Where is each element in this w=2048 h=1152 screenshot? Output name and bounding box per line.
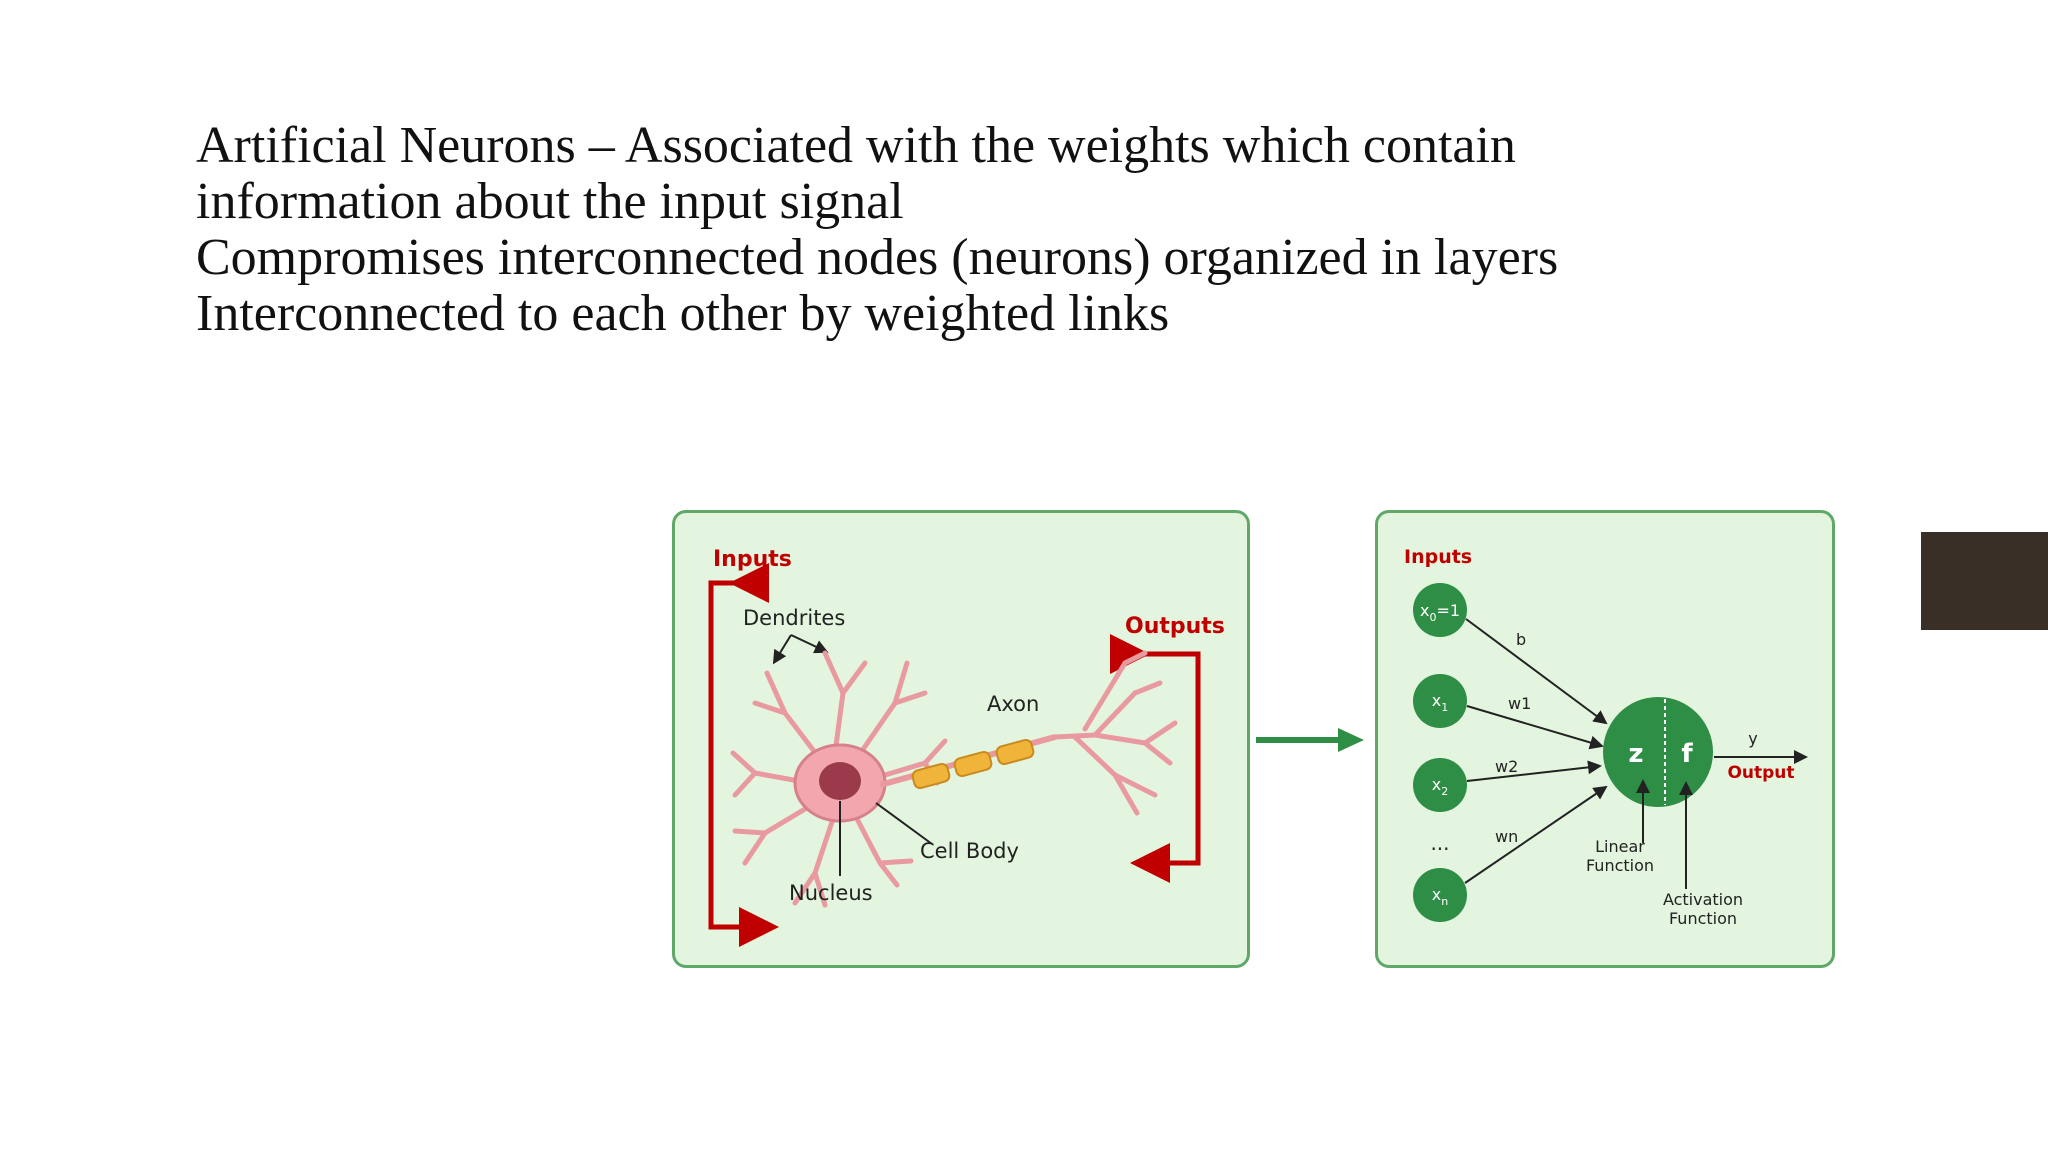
bio-outputs-bracket [1110,634,1201,883]
transition-arrow [1256,728,1364,752]
slide-line-2: information about the input signal [196,173,904,230]
bio-inputs-label: Inputs [713,547,792,572]
nucleus-label: Nucleus [789,881,873,905]
slide-line-3: Compromises interconnected nodes (neuron… [196,229,1559,286]
weight-b: b [1516,630,1526,649]
slide-line-1: Artificial Neurons – Associated with the… [196,117,1516,174]
input-node-x1 [1413,674,1467,728]
dendrite-branches [730,650,948,908]
input-node-x2 [1413,758,1467,812]
ann-inputs-label: Inputs [1404,546,1472,568]
input-node-xn [1413,868,1467,922]
weight-w2: w2 [1495,757,1518,776]
weighted-edges [1464,618,1608,884]
slide-body-text: Artificial Neurons – Associated with the… [196,118,1896,342]
slide-line-4: Interconnected to each other by weighted… [196,285,1170,342]
dendrites-label: Dendrites [743,606,845,630]
input-ellipsis: ... [1430,831,1449,855]
input-node-x2-text: x2 [1432,775,1448,798]
dendrites-pointer-left [772,634,792,665]
bio-inputs-bracket [708,563,779,947]
bio-outputs-label: Outputs [1125,614,1225,639]
output-y: y [1748,729,1757,748]
biological-neuron-panel: Inputs Outputs Dendrites [672,510,1250,968]
cell-body-label: Cell Body [920,839,1019,863]
input-node-x1-text: x1 [1432,691,1448,714]
biological-neuron-diagram: Inputs Outputs Dendrites [708,547,1225,947]
output-label: Output [1727,763,1794,783]
dendrites-pointer-right [790,634,829,654]
nucleus [819,762,861,800]
weight-wn: wn [1495,827,1518,846]
input-node-x0-text: x0=1 [1420,601,1460,624]
cell-body-pointer [875,802,933,845]
axon-label: Axon [987,692,1039,716]
input-node-x0 [1413,583,1467,637]
artificial-neuron-panel: Inputs x0=1 x1 x2 ... xn b w1 w2 wn z f … [1375,510,1835,968]
myelin-sheath [911,738,1035,790]
neuron-z: z [1628,739,1643,769]
neuron-body [1603,697,1713,807]
accent-bar [1921,532,2048,630]
input-node-xn-text: xn [1432,885,1448,908]
neuron-f: f [1681,739,1693,769]
axon-terminals [1052,650,1178,816]
weight-w1: w1 [1508,694,1531,713]
artificial-neuron-diagram: Inputs x0=1 x1 x2 ... xn b w1 w2 wn z f … [1404,546,1808,928]
